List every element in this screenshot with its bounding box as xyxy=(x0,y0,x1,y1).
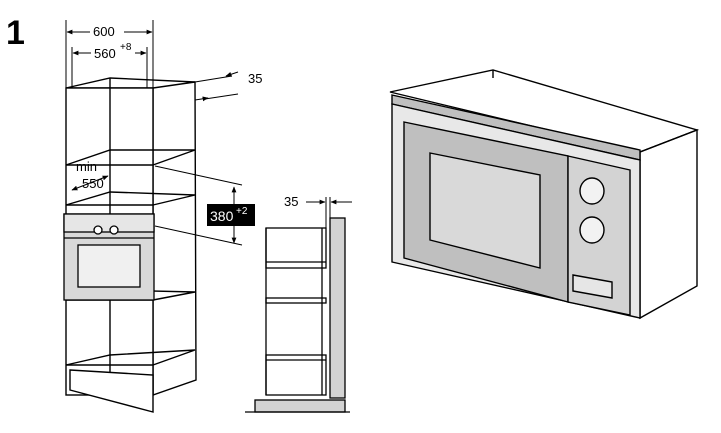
min-label: min xyxy=(76,159,97,174)
niche-height-callout xyxy=(207,204,255,226)
built-in-oven xyxy=(63,213,155,301)
side-view-depth-dimension xyxy=(306,197,352,228)
side-depth-dimension xyxy=(194,71,239,102)
side-depth-label: 35 xyxy=(248,71,262,86)
side-section-view xyxy=(245,217,350,413)
niche-width-label: 560 xyxy=(94,46,116,61)
microwave-3d xyxy=(389,69,700,320)
niche-height-tolerance: +2 xyxy=(236,206,248,217)
min-depth-dimension xyxy=(71,175,109,191)
niche-height-label: 380 xyxy=(210,208,234,224)
cabinet-width-label: 600 xyxy=(93,24,115,39)
niche-width-tolerance: +8 xyxy=(120,42,132,53)
min-depth-label: 550 xyxy=(82,176,104,191)
side-view-depth-label: 35 xyxy=(284,194,298,209)
step-number: 1 xyxy=(6,14,25,52)
